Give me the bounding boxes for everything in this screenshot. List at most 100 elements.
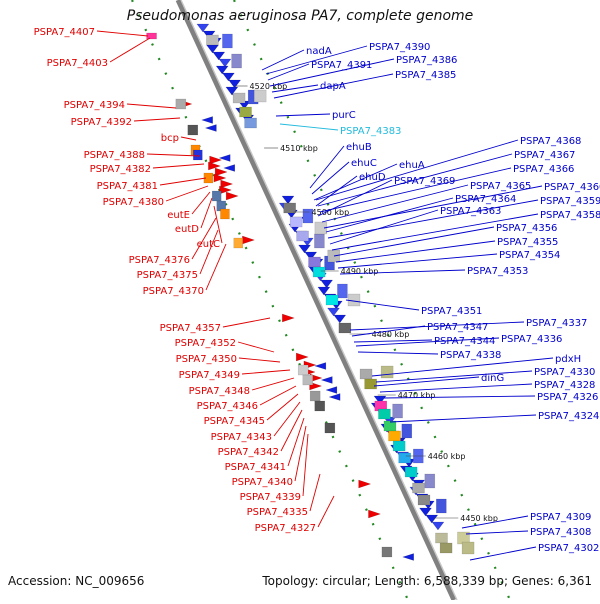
left-leader-line bbox=[159, 177, 207, 186]
left-leader-line bbox=[165, 185, 209, 202]
gene-forward-strand bbox=[228, 79, 242, 89]
gene-reverse-strand bbox=[209, 155, 223, 165]
gene-block bbox=[347, 293, 361, 307]
left-gene-label: PSPA7_4376 bbox=[129, 255, 190, 266]
left-gene-label: eutE bbox=[167, 210, 190, 221]
left-gene-label: PSPA7_4349 bbox=[179, 370, 240, 381]
right-gene-label: PSPA7_4338 bbox=[440, 350, 501, 361]
right-leader-line bbox=[325, 197, 454, 233]
right-leader-line bbox=[353, 339, 433, 343]
right-leader-line bbox=[469, 546, 537, 561]
right-gene-label: PSPA7_4355 bbox=[497, 237, 558, 248]
gene-reverse-strand-blue bbox=[204, 124, 217, 132]
right-gene-label: PSPA7_4326 bbox=[537, 392, 598, 403]
right-gene-label: PSPA7_4385 bbox=[395, 70, 456, 81]
gene-block-left bbox=[309, 390, 321, 402]
right-gene-label: PSPA7_4302 bbox=[538, 543, 599, 554]
gene-block bbox=[283, 202, 296, 214]
left-gene-label: PSPA7_4388 bbox=[84, 150, 145, 161]
right-leader-line bbox=[313, 163, 398, 201]
left-leader-line bbox=[222, 317, 271, 328]
gene-forward-block bbox=[222, 33, 233, 49]
gene-forward-strand bbox=[419, 507, 433, 517]
right-leader-line bbox=[349, 321, 525, 331]
right-leader-line bbox=[279, 123, 339, 131]
gene-reverse-strand bbox=[282, 313, 296, 323]
gene-block bbox=[404, 466, 418, 478]
gene-block bbox=[327, 249, 341, 263]
gene-reverse-strand-blue bbox=[401, 553, 414, 561]
left-leader-line bbox=[309, 473, 321, 512]
right-leader-line bbox=[265, 45, 368, 75]
left-leader-line bbox=[237, 341, 275, 353]
left-leader-line bbox=[199, 229, 219, 275]
gene-forward-strand bbox=[327, 307, 341, 317]
right-gene-label: pdxH bbox=[555, 354, 581, 365]
gene-block bbox=[388, 430, 401, 442]
scale-tick-label: 4450 kbp bbox=[460, 514, 498, 523]
right-leader-line bbox=[373, 376, 480, 387]
right-leader-line bbox=[267, 63, 310, 81]
right-gene-label: PSPA7_4391 bbox=[311, 60, 372, 71]
right-gene-label: PSPA7_4344 bbox=[434, 336, 495, 347]
right-gene-label: PSPA7_4365 bbox=[470, 181, 531, 192]
left-leader-line bbox=[266, 393, 299, 421]
right-gene-label: PSPA7_4324 bbox=[538, 411, 599, 422]
left-gene-label: bcp bbox=[161, 133, 179, 144]
right-gene-label: ehuC bbox=[351, 158, 377, 169]
right-leader-line bbox=[317, 179, 393, 217]
right-leader-line bbox=[331, 213, 539, 251]
left-leader-line bbox=[109, 37, 151, 63]
right-gene-label: PSPA7_4347 bbox=[427, 322, 488, 333]
gene-forward-strand bbox=[333, 314, 347, 324]
gene-forward-block bbox=[302, 208, 314, 224]
gene-block bbox=[239, 106, 252, 118]
gene-reverse-strand-blue bbox=[222, 164, 236, 172]
gene-block-left bbox=[302, 374, 314, 386]
right-gene-label: purC bbox=[332, 110, 356, 121]
gene-reverse-strand-blue bbox=[218, 154, 231, 162]
left-gene-label: PSPA7_4343 bbox=[211, 432, 272, 443]
gene-block bbox=[206, 34, 219, 46]
scale-tick-label: 4470 kbp bbox=[398, 391, 436, 400]
right-gene-label: PSPA7_4386 bbox=[396, 55, 457, 66]
left-gene-label: eutC bbox=[197, 239, 220, 250]
right-leader-line bbox=[327, 199, 539, 239]
gene-block bbox=[359, 368, 373, 380]
gene-block bbox=[435, 532, 448, 544]
right-leader-line bbox=[309, 145, 345, 189]
gene-block bbox=[439, 542, 453, 554]
scale-tick-label: 4500 kbp bbox=[312, 208, 350, 217]
gene-reverse-strand-blue bbox=[314, 362, 327, 370]
right-gene-label: PSPA7_4366 bbox=[513, 164, 574, 175]
left-gene-label: PSPA7_4335 bbox=[247, 507, 308, 518]
gene-reverse-strand-blue bbox=[328, 393, 341, 401]
gene-reverse-strand-blue bbox=[325, 386, 338, 394]
right-gene-label: ehuA bbox=[399, 160, 425, 171]
left-gene-label: PSPA7_4348 bbox=[189, 386, 250, 397]
left-gene-label: PSPA7_4339 bbox=[240, 492, 301, 503]
left-leader-line bbox=[133, 117, 181, 122]
gene-forward-strand bbox=[212, 51, 226, 61]
left-leader-line bbox=[251, 377, 295, 391]
gene-reverse-strand bbox=[214, 167, 228, 177]
right-gene-label: PSPA7_4309 bbox=[530, 512, 591, 523]
gene-block bbox=[383, 420, 397, 432]
gene-reverse-strand bbox=[358, 479, 372, 489]
right-leader-line bbox=[317, 153, 513, 207]
left-leader-line bbox=[241, 369, 291, 375]
right-leader-line bbox=[355, 337, 500, 347]
gene-block-left bbox=[314, 400, 326, 412]
right-gene-label: PSPA7_4356 bbox=[496, 223, 557, 234]
right-gene-label-highlighted: PSPA7_4383 bbox=[340, 126, 401, 137]
right-leader-line bbox=[351, 325, 426, 337]
gene-block bbox=[417, 494, 431, 506]
gene-block-left bbox=[187, 124, 199, 136]
genome-summary-text: Topology: circular; Length: 6,588,339 bp… bbox=[262, 574, 592, 588]
right-leader-line bbox=[357, 351, 439, 355]
gene-forward-strand bbox=[431, 521, 445, 531]
right-gene-label: PSPA7_4353 bbox=[467, 266, 528, 277]
left-leader-line bbox=[200, 197, 213, 229]
gene-forward-block bbox=[424, 473, 436, 489]
